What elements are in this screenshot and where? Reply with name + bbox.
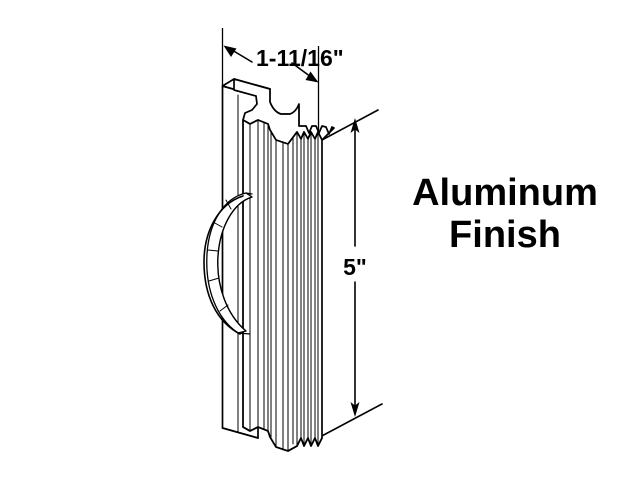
bottom-scallop-edge <box>242 426 323 452</box>
height-leader-bottom <box>317 403 383 439</box>
grip-facet-3 <box>207 249 219 252</box>
grip-loop-top-tip <box>245 192 253 195</box>
width-leader-left <box>231 49 253 63</box>
top-face-lip-contour <box>242 95 258 121</box>
aluminum-extrusion-part <box>203 78 335 452</box>
grip-facet-5 <box>219 304 229 312</box>
rib-lines-group <box>249 119 319 452</box>
height-leader-top <box>321 109 379 141</box>
finish-label-line-1: Aluminum <box>412 172 598 214</box>
height-dimension-group: 5" <box>317 109 383 439</box>
grip-facet-4 <box>208 277 220 282</box>
grip-loop-shadow-curve <box>203 195 244 335</box>
width-dimension-group: 1-11/16" <box>221 28 344 140</box>
finish-label-line-2: Finish <box>449 214 561 256</box>
grip-loop-inner-edge <box>217 196 253 332</box>
grip-facet-2 <box>212 221 223 228</box>
grip-loop-bottom-tip <box>237 332 251 335</box>
top-face-notch-contour <box>269 88 300 127</box>
back-plate-bottom-edge <box>221 427 259 439</box>
height-arrowhead-top <box>350 118 360 133</box>
width-dimension-label: 1-11/16" <box>256 45 344 71</box>
finish-annotation-group: Aluminum Finish <box>412 172 598 256</box>
width-leader-right <box>291 62 312 78</box>
width-arrowhead-right <box>305 71 319 83</box>
width-arrowhead-left <box>223 45 237 57</box>
height-dimension-label: 5" <box>343 254 367 280</box>
height-arrowhead-bottom <box>350 402 360 417</box>
